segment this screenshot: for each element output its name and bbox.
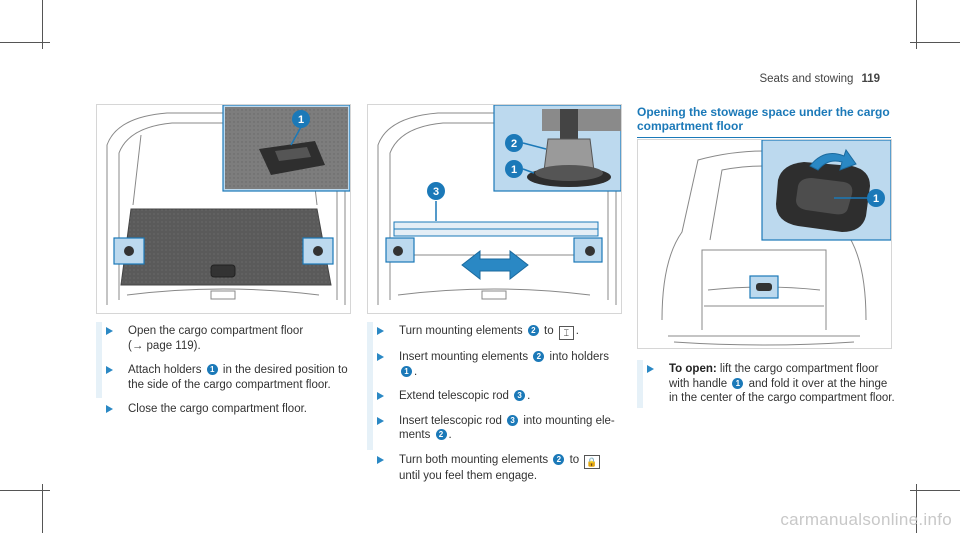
instruction-step: Open the cargo compartment floor (→ page…	[96, 324, 358, 353]
page-header: Seats and stowing 119	[759, 73, 880, 85]
step-bar	[367, 322, 373, 450]
step-arrow-icon	[106, 366, 113, 374]
step-arrow-icon	[377, 327, 384, 335]
instruction-step: Insert telescopic rod 3 into mounting el…	[367, 414, 629, 443]
instruction-step: Extend telescopic rod 3.	[367, 389, 629, 404]
section-heading: Opening the stowage space under the carg…	[637, 105, 891, 138]
crop-mark	[42, 484, 43, 533]
instructions-column-3: To open: lift the cargo compartment floo…	[637, 362, 899, 416]
callout-1	[505, 160, 523, 178]
watermark: carmanualsonline.info	[780, 510, 952, 529]
figure-cargo-floor-holders: 1	[96, 104, 351, 314]
svg-text:2: 2	[511, 138, 517, 150]
crop-mark	[916, 0, 917, 49]
figure-telescopic-rod: 3 2 1	[367, 104, 622, 314]
step-arrow-icon	[377, 392, 384, 400]
callout-1-badge: 1	[206, 364, 218, 375]
step-arrow-icon	[377, 353, 384, 361]
callout-2-badge: 2	[527, 325, 539, 336]
extend-arrow	[461, 249, 529, 281]
crop-mark	[42, 0, 43, 49]
step-arrow-icon	[647, 365, 654, 373]
callout-2-badge: 2	[435, 429, 447, 440]
crop-mark	[0, 490, 50, 491]
callout-1-badge: 1	[401, 365, 412, 377]
unlocked-symbol-icon: ⌶	[558, 326, 574, 340]
svg-text:1: 1	[511, 164, 517, 176]
callout-3-badge: 3	[507, 414, 519, 426]
instruction-step: Close the cargo compartment floor.	[96, 402, 358, 417]
section-title: Seats and stowing	[759, 73, 854, 85]
page-number: 119	[861, 73, 880, 85]
callout-label: 1	[298, 114, 304, 126]
callout-2	[505, 134, 523, 152]
callout-2-badge: 2	[553, 453, 565, 465]
lock-icon: 🔒	[584, 454, 600, 469]
step-arrow-icon	[106, 327, 113, 335]
step-arrow-icon	[377, 455, 384, 464]
step-bar	[96, 322, 102, 398]
callout-3	[427, 182, 445, 200]
callout-3-badge: 3	[514, 390, 526, 401]
instruction-step: Insert mounting elements 2 into holders …	[367, 350, 629, 379]
illustration-stowage-handle: 1	[661, 140, 891, 346]
crop-mark	[910, 42, 960, 43]
figure-stowage-handle: 1	[637, 139, 892, 349]
svg-text:3: 3	[433, 186, 439, 198]
callout-1	[292, 110, 310, 128]
instructions-column-2: Turn mounting elements 2 to ⌶. Insert mo…	[367, 324, 629, 493]
illustration-cargo-floor: 1	[106, 105, 350, 305]
callout-1-badge: 1	[732, 377, 744, 389]
illustration-telescopic-rod: 3 2 1	[377, 105, 621, 305]
instruction-step: Attach holders 1 in the desired position…	[96, 363, 358, 392]
crop-mark	[916, 484, 917, 533]
callout-2-badge: 2	[533, 351, 545, 362]
instruction-step: To open: lift the cargo compartment floo…	[637, 362, 899, 406]
instructions-column-1: Open the cargo compartment floor (→ page…	[96, 324, 358, 427]
step-arrow-icon	[377, 416, 384, 425]
svg-text:1: 1	[873, 193, 879, 205]
instruction-step: Turn mounting elements 2 to ⌶.	[367, 324, 629, 340]
callout-1	[867, 189, 885, 207]
crop-mark	[0, 42, 50, 43]
instruction-step: Turn both mounting elements 2 to 🔒 until…	[367, 453, 629, 484]
crop-mark	[910, 490, 960, 491]
step-bar	[637, 360, 643, 408]
step-arrow-icon	[106, 405, 113, 413]
